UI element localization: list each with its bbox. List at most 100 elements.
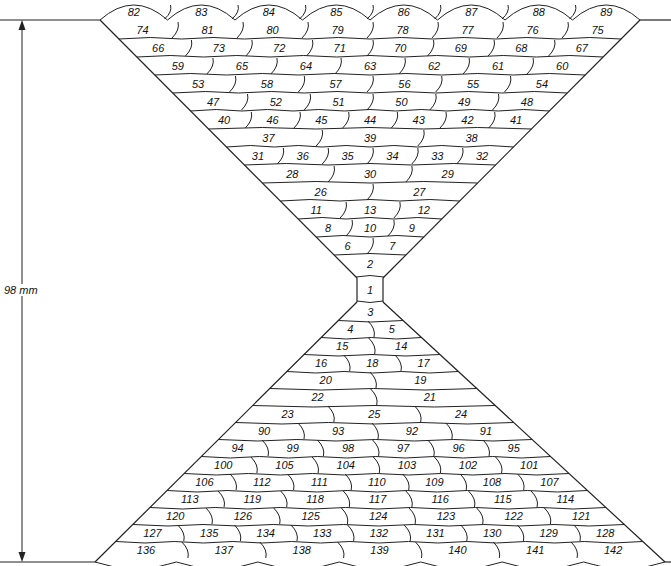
bead-outline bbox=[571, 542, 577, 558]
bead-number: 135 bbox=[200, 527, 218, 539]
bead-outline bbox=[334, 254, 406, 256]
bead-number: 126 bbox=[234, 510, 252, 522]
bead-number: 19 bbox=[414, 374, 426, 386]
bead-number: 22 bbox=[311, 391, 323, 403]
bead-number: 50 bbox=[395, 96, 407, 108]
bead-number: 37 bbox=[262, 132, 274, 144]
bead-outline bbox=[505, 5, 573, 20]
bead-outline bbox=[322, 146, 370, 148]
bead-outline bbox=[391, 112, 397, 128]
bead-number: 38 bbox=[465, 132, 477, 144]
bead-number: 42 bbox=[461, 114, 473, 126]
bead-outline bbox=[483, 440, 489, 456]
bead-outline bbox=[343, 525, 413, 527]
bead-outline bbox=[185, 40, 191, 56]
bead-outline bbox=[421, 423, 514, 425]
bead-number: 11 bbox=[310, 204, 321, 216]
bead-number: 53 bbox=[192, 78, 204, 90]
bead-outline bbox=[340, 202, 346, 218]
bead-outline bbox=[421, 562, 502, 566]
bead-outline bbox=[298, 423, 304, 439]
bead-number: 13 bbox=[364, 204, 376, 216]
bead-outline bbox=[367, 5, 373, 19]
bead-outline bbox=[227, 491, 287, 493]
bead-outline bbox=[165, 5, 171, 19]
bead-outline bbox=[344, 372, 401, 374]
bead-number: 7 bbox=[389, 240, 395, 252]
bead-outline bbox=[233, 542, 292, 544]
bead-number: 127 bbox=[143, 527, 161, 539]
bead-number: 100 bbox=[214, 459, 232, 471]
bead-number: 98 bbox=[342, 442, 354, 454]
bead-outline bbox=[302, 22, 308, 38]
bead-outline bbox=[498, 110, 549, 112]
bead-outline bbox=[394, 202, 400, 218]
bead-outline bbox=[100, 5, 168, 20]
bead-number: 39 bbox=[364, 132, 376, 144]
bead-number: 73 bbox=[213, 42, 225, 54]
bead-outline bbox=[484, 525, 554, 527]
bead-outline bbox=[242, 94, 248, 110]
bead-outline bbox=[461, 525, 467, 541]
bead-number: 48 bbox=[521, 96, 533, 108]
bead-number: 140 bbox=[448, 544, 466, 556]
bead-number: 101 bbox=[520, 459, 538, 471]
bead-number: 93 bbox=[332, 425, 344, 437]
bead-outline bbox=[313, 474, 377, 476]
bead-number: 65 bbox=[236, 60, 248, 72]
bead-number: 77 bbox=[461, 24, 473, 36]
bead-outline bbox=[418, 130, 424, 146]
bead-outline bbox=[388, 220, 394, 236]
bead-outline bbox=[337, 56, 404, 58]
bead-number: 18 bbox=[366, 357, 378, 369]
bead-number: 62 bbox=[428, 60, 440, 72]
bead-outline bbox=[367, 94, 373, 110]
bead-outline bbox=[344, 355, 350, 371]
bead-number: 57 bbox=[329, 78, 341, 90]
bead-outline bbox=[537, 56, 604, 58]
bead-number: 138 bbox=[293, 544, 311, 556]
bead-number: 142 bbox=[604, 544, 622, 556]
bead-number: 5 bbox=[389, 323, 395, 335]
bead-outline bbox=[251, 457, 257, 473]
bead-outline bbox=[307, 38, 370, 40]
bead-outline bbox=[377, 474, 441, 476]
bead-outline bbox=[409, 542, 468, 544]
bead-number: 110 bbox=[368, 476, 386, 488]
bead-outline bbox=[288, 474, 294, 490]
bead-number: 102 bbox=[459, 459, 477, 471]
bead-outline bbox=[294, 112, 300, 128]
bead-outline bbox=[584, 562, 665, 566]
bead-number: 82 bbox=[128, 6, 140, 18]
bead-outline bbox=[367, 76, 373, 92]
bead-outline bbox=[442, 74, 514, 76]
dimension-arrow bbox=[19, 552, 26, 562]
bead-outline bbox=[273, 525, 343, 527]
bead-outline bbox=[343, 491, 349, 507]
bead-number: 113 bbox=[181, 493, 199, 505]
bead-number: 136 bbox=[137, 544, 155, 556]
bead-outline bbox=[409, 508, 415, 524]
bead-outline bbox=[318, 457, 376, 459]
bead-outline bbox=[298, 74, 370, 76]
bead-outline bbox=[307, 40, 313, 56]
bead-outline bbox=[297, 440, 375, 442]
bead-number: 68 bbox=[515, 42, 527, 54]
bead-outline bbox=[338, 321, 403, 323]
bead-number: 76 bbox=[526, 24, 538, 36]
bead-number: 40 bbox=[218, 114, 230, 126]
bead-number: 27 bbox=[413, 186, 425, 198]
bead-number: 121 bbox=[572, 510, 590, 522]
bead-outline bbox=[274, 508, 280, 524]
bead-outline bbox=[488, 40, 494, 56]
bead-outline bbox=[505, 474, 569, 476]
bead-number: 124 bbox=[369, 510, 387, 522]
bead-outline bbox=[298, 218, 346, 220]
bead-number: 2 bbox=[367, 258, 373, 270]
bead-outline bbox=[356, 276, 384, 278]
bead-outline bbox=[367, 238, 373, 254]
bead-outline bbox=[411, 508, 476, 510]
bead-number: 94 bbox=[231, 442, 243, 454]
bead-number: 1 bbox=[367, 284, 373, 296]
bead-outline bbox=[182, 38, 245, 40]
